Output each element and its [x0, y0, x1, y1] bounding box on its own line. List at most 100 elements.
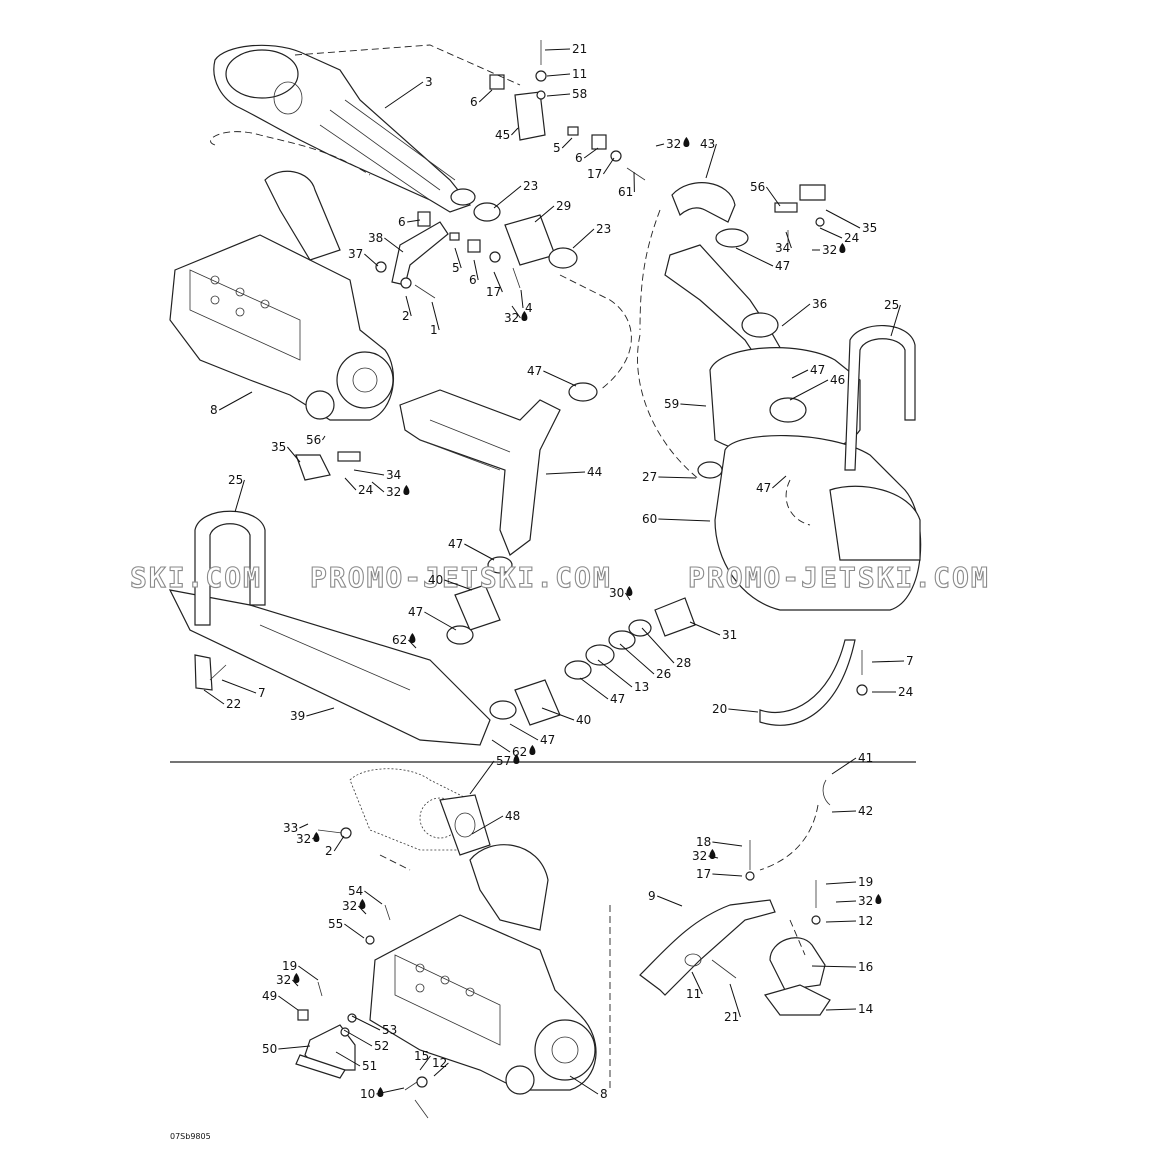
leader-line: [602, 157, 615, 175]
leader-line: [424, 611, 457, 631]
callout-number: 50: [262, 1042, 277, 1056]
callout-number: 8: [210, 403, 218, 417]
callout-number: 11: [686, 987, 701, 1001]
callout-47: 47: [735, 247, 790, 273]
leader-line: [520, 289, 524, 309]
callout-7: 7: [221, 679, 266, 700]
callout-number: 11: [572, 67, 587, 81]
callout-32: 32: [812, 243, 846, 257]
leader-line: [655, 143, 665, 147]
callout-45: 45: [495, 127, 519, 142]
leader-line: [364, 253, 379, 267]
leader-line: [509, 723, 539, 741]
callout-10: 10: [360, 1087, 405, 1101]
callout-57: 57: [469, 754, 520, 795]
callout-number: 7: [906, 654, 914, 668]
leader-line: [789, 379, 829, 401]
leader-line: [351, 1015, 381, 1031]
leader-line: [825, 209, 861, 229]
leader-line: [464, 543, 495, 561]
callout-11: 11: [686, 971, 703, 1001]
callout-number: 21: [724, 1010, 739, 1024]
leader-line: [298, 965, 319, 981]
callout-32: 32: [342, 899, 367, 915]
callout-34: 34: [353, 468, 401, 482]
leader-line: [544, 48, 571, 51]
leader-line: [478, 89, 493, 103]
callout-number: 48: [505, 809, 520, 823]
callout-32: 32: [504, 305, 528, 325]
callout-13: 13: [597, 659, 649, 694]
callout-number: 25: [228, 473, 243, 487]
callout-16: 16: [811, 960, 873, 974]
callout-number: 2: [402, 309, 410, 323]
callout-27: 27: [642, 470, 697, 484]
callout-5: 5: [553, 137, 573, 155]
leader-line: [469, 760, 495, 795]
callout-54: 54: [348, 884, 383, 905]
callout-number: 56: [750, 180, 765, 194]
leader-line: [712, 841, 743, 847]
leader-line: [534, 205, 555, 223]
callout-number: 54: [348, 884, 363, 898]
leader-line: [203, 689, 225, 705]
leader-line: [624, 592, 631, 601]
callout-19: 19: [825, 875, 873, 889]
leader-line: [641, 627, 675, 664]
callout-6: 6: [575, 147, 599, 165]
callout-4: 4: [520, 289, 533, 315]
callout-number: 36: [812, 297, 827, 311]
callout-number: 9: [648, 889, 656, 903]
callout-number: 47: [775, 259, 790, 273]
callout-20: 20: [712, 702, 759, 716]
callout-15: 15: [414, 1049, 431, 1071]
leader-line: [541, 707, 575, 721]
callout-32: 32: [692, 849, 719, 863]
callout-number: 5: [452, 261, 460, 275]
lubricant-drop-icon: [521, 311, 528, 321]
callout-21: 21: [724, 983, 741, 1024]
callout-46: 46: [789, 373, 845, 401]
callout-number: 62: [512, 745, 527, 759]
callout-number: 7: [258, 686, 266, 700]
callout-number: 60: [642, 512, 657, 526]
callout-59: 59: [664, 397, 707, 411]
callout-23: 23: [572, 222, 611, 249]
watermark-band: SKI.COM PROMO-JETSKI.COM PROMO-JETSKI.CO…: [129, 560, 988, 594]
leader-line: [561, 137, 573, 149]
leader-line: [765, 186, 781, 207]
leader-line: [546, 73, 571, 77]
leader-line: [772, 475, 787, 489]
callout-60: 60: [642, 512, 711, 526]
callout-number: 46: [830, 373, 845, 387]
callout-number: 24: [898, 685, 913, 699]
callout-18: 18: [696, 835, 743, 849]
lubricant-drop-icon: [359, 899, 366, 909]
callout-number: 34: [386, 468, 401, 482]
leader-line: [454, 247, 462, 269]
callout-40: 40: [541, 707, 591, 727]
callout-9: 9: [648, 889, 683, 907]
callout-number: 45: [495, 128, 510, 142]
leader-line: [831, 810, 857, 813]
callout-number: 55: [328, 917, 343, 931]
callout-35: 35: [825, 209, 877, 235]
callout-number: 40: [576, 713, 591, 727]
callout-number: 43: [700, 137, 715, 151]
leader-line: [493, 185, 522, 209]
leader-line: [579, 677, 609, 700]
callout-number: 12: [858, 914, 873, 928]
callout-32: 32: [655, 137, 690, 151]
leader-line: [545, 471, 586, 475]
callout-23: 23: [493, 179, 538, 209]
callout-36: 36: [781, 297, 827, 327]
callout-number: 32: [276, 973, 291, 987]
leader-line: [825, 881, 857, 885]
leader-line: [781, 303, 811, 327]
callout-number: 59: [664, 397, 679, 411]
callout-50: 50: [262, 1042, 311, 1056]
lubricant-drop-icon: [377, 1087, 384, 1097]
callout-number: 32: [666, 137, 681, 151]
callout-1: 1: [430, 301, 440, 337]
callout-number: 30: [609, 586, 624, 600]
